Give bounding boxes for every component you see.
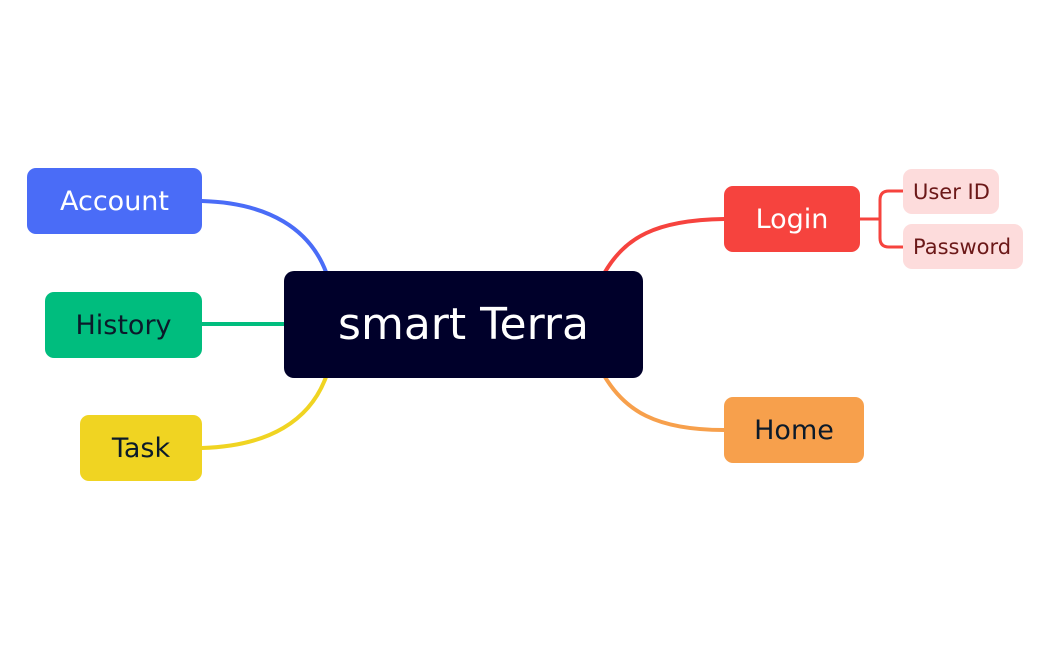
branch-node-home[interactable]: Home [724,397,864,463]
branch-node-history-label: History [75,309,172,341]
branch-node-login-label: Login [755,203,829,235]
branch-node-account[interactable]: Account [27,168,202,234]
connector-account [200,199,328,274]
branch-node-account-label: Account [59,185,169,217]
branch-node-history[interactable]: History [45,292,202,358]
branch-node-home-label: Home [754,414,834,446]
branch-node-task-label: Task [111,432,171,464]
connector-task [200,375,328,450]
connector-login-children [858,189,905,249]
root-node-label: smart Terra [338,299,589,350]
connector-login [603,217,726,274]
branch-node-task[interactable]: Task [80,415,202,481]
leaf-node-password[interactable]: Password [903,224,1023,269]
connector-home [603,375,726,432]
leaf-node-user-id[interactable]: User ID [903,169,999,214]
branch-node-login[interactable]: Login [724,186,860,252]
leaf-node-password-label: Password [913,234,1012,259]
leaf-node-user-id-label: User ID [913,179,990,204]
root-node[interactable]: smart Terra [284,271,643,378]
